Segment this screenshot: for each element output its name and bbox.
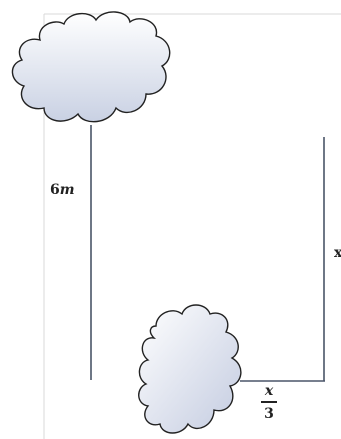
left-length-label: 6m	[50, 182, 75, 198]
fraction-numerator: x	[264, 383, 274, 399]
bottom-cloud-icon	[138, 304, 242, 434]
fraction-bar	[261, 401, 277, 403]
left-length-variable: m	[59, 182, 75, 198]
top-cloud-icon	[11, 11, 171, 123]
bottom-fraction-label: x 3	[261, 384, 277, 421]
right-length-label-partial: x	[334, 245, 341, 261]
left-length-value: 6	[50, 182, 60, 198]
fraction-denominator: 3	[264, 405, 274, 422]
